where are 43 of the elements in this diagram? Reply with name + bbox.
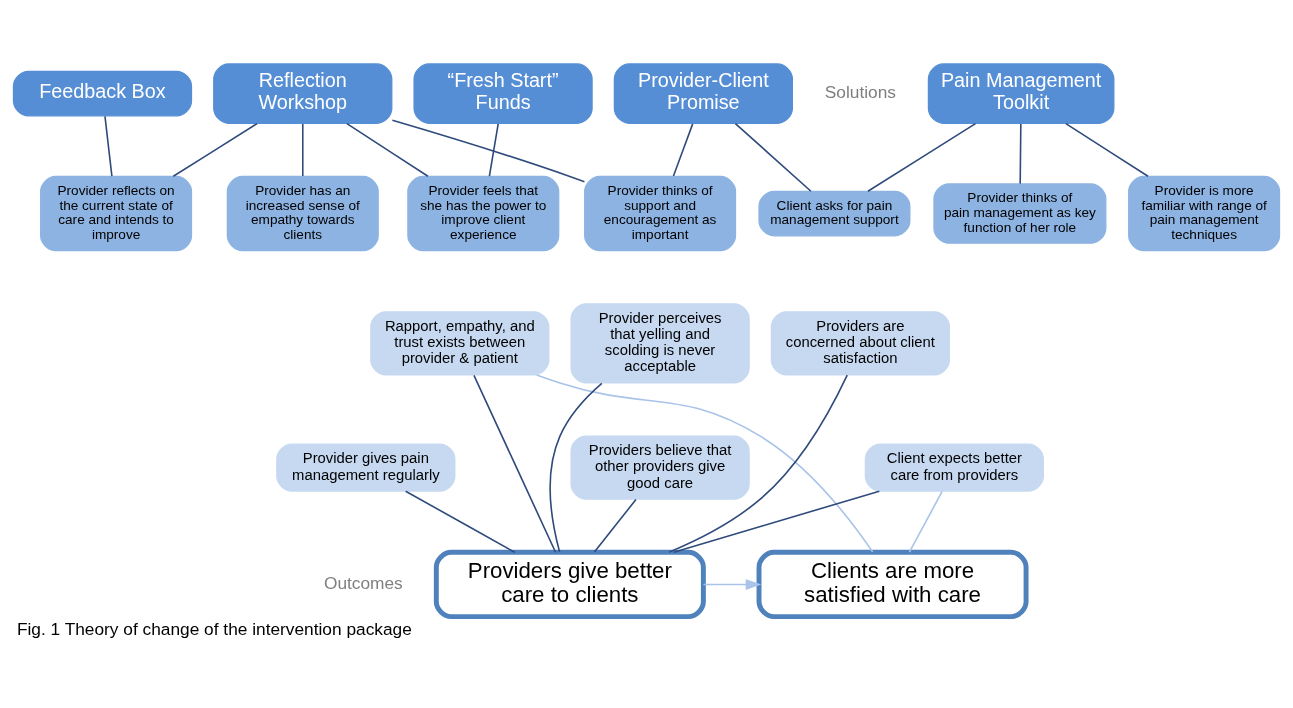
connector — [1065, 122, 1149, 177]
node-box: Provider feels that she has the power to improve client experience — [407, 175, 560, 251]
label: Solutions — [824, 81, 896, 102]
node-box: Providers are concerned about client satisfaction — [770, 310, 951, 375]
connector — [734, 122, 812, 192]
node-box: Provider thinks of support and encouragement as important — [584, 175, 737, 251]
node-box: Provider is more familiar with range of pain management techniques — [1128, 175, 1281, 251]
connector — [668, 373, 849, 553]
connector — [549, 382, 603, 553]
connector — [404, 489, 516, 553]
node-box: Client asks for pain management support — [758, 190, 911, 236]
node-box: Client expects better care from providers — [864, 443, 1044, 492]
node-box: Provider has an increased sense of empathy towards clients — [226, 175, 379, 251]
arrow — [702, 578, 762, 590]
node-box: Provider-Client Promise — [613, 62, 793, 124]
connector — [172, 122, 258, 177]
label: Outcomes — [323, 572, 403, 593]
connector — [673, 489, 881, 553]
connector — [346, 122, 429, 177]
connector — [867, 122, 977, 192]
node-box: Provider gives pain management regularly — [276, 443, 456, 492]
connector — [1019, 122, 1022, 184]
node-box: Provider reflects on the current state of care and intends to improve — [40, 175, 193, 251]
connector — [908, 490, 943, 553]
connector — [488, 122, 499, 177]
node-box: Provider perceives that yelling and scolding is never acceptable — [570, 302, 750, 384]
connector — [301, 122, 304, 177]
connector — [391, 118, 586, 183]
node-box: Rapport, empathy, and trust exists between provider & patient — [370, 310, 550, 375]
node-box: Providers give better care to clients — [433, 549, 706, 619]
node-box: Providers believe that other providers give good care — [570, 435, 750, 500]
connector — [473, 374, 557, 553]
node-box: Provider thinks of pain management as key function of her role — [933, 182, 1107, 244]
connector — [593, 498, 637, 553]
node-box: Reflection Workshop — [213, 62, 393, 124]
node-box: Feedback Box — [12, 70, 193, 116]
connector — [104, 115, 113, 177]
caption: Fig. 1 Theory of change of the intervention package — [16, 618, 412, 639]
node-box: Pain Management Toolkit — [927, 62, 1115, 124]
connector — [535, 373, 874, 553]
node-box: Clients are more satisfied with care — [756, 549, 1029, 619]
node-box: “Fresh Start” Funds — [413, 62, 593, 124]
connector — [672, 122, 694, 177]
